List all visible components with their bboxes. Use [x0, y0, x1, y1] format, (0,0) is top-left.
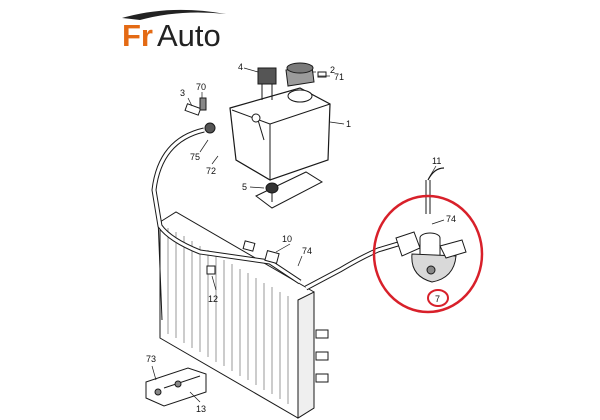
callout-75: 75 — [190, 152, 200, 162]
radiator — [157, 211, 329, 419]
thermostat-housing — [395, 231, 467, 283]
highlight-circle — [372, 194, 484, 314]
callout-72: 72 — [206, 166, 216, 176]
overflow-hose — [151, 127, 302, 285]
callout-2: 2 — [330, 65, 335, 75]
callout-5: 5 — [242, 182, 247, 192]
callout-11: 11 — [432, 156, 441, 166]
highlight-label-circle — [427, 289, 449, 307]
radiator-fins — [167, 228, 289, 404]
coolant-reservoir — [204, 62, 331, 209]
callout-3: 3 — [180, 88, 185, 98]
callout-7: 7 — [435, 294, 440, 304]
callout-73: 73 — [146, 354, 156, 364]
logo-car-swoosh-icon — [122, 9, 226, 20]
logo-text-fr: Fr — [122, 18, 153, 53]
level-sensor — [257, 67, 277, 85]
callout-10: 10 — [282, 234, 292, 244]
mounting-grommet — [265, 182, 279, 194]
logo-text-auto: Auto — [157, 18, 221, 53]
callout-70: 70 — [196, 82, 206, 92]
callout-1: 1 — [346, 119, 351, 129]
callout-71: 71 — [334, 72, 344, 82]
brand-logo: Fr Auto — [122, 9, 226, 53]
callout-74a: 74 — [302, 246, 312, 256]
callout-4: 4 — [238, 62, 243, 72]
callout-13: 13 — [196, 404, 206, 414]
leader-lines — [151, 67, 445, 403]
callout-labels: 1 2 3 4 5 7 10 11 12 13 70 71 72 73 74 7… — [146, 62, 456, 414]
callout-74b: 74 — [446, 214, 456, 224]
callout-12: 12 — [208, 294, 218, 304]
hose-clamps — [184, 71, 327, 275]
lower-bracket — [145, 367, 207, 407]
